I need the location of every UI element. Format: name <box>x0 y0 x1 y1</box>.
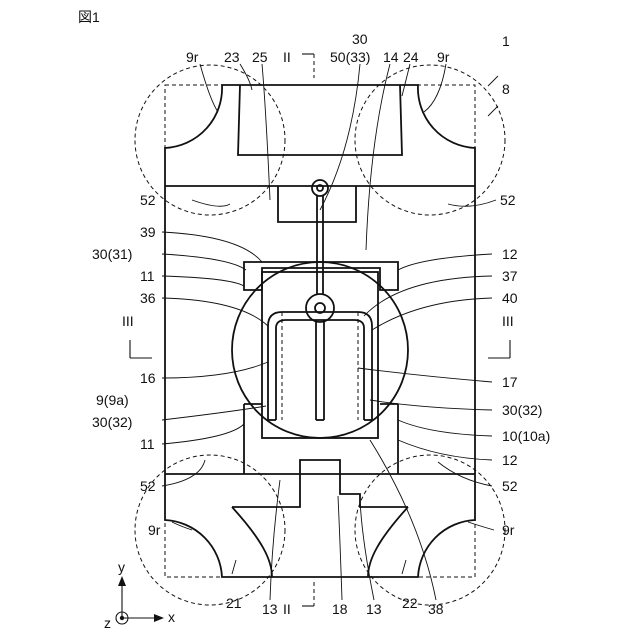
leader-lines <box>162 64 498 600</box>
label-52-left-top: 52 <box>140 192 156 208</box>
dashed-circle-bottom-right <box>355 455 505 605</box>
label-50-33: 50(33) <box>330 49 370 65</box>
label-37: 37 <box>502 268 518 284</box>
diaphragm-circle <box>232 262 408 438</box>
label-25: 25 <box>252 49 268 65</box>
label-30-32-right: 30(32) <box>502 402 542 418</box>
label-9r-top-right: 9r <box>437 49 450 65</box>
lower-electrode-side-left <box>232 507 272 577</box>
label-39: 39 <box>140 224 156 240</box>
u-beam-outer <box>268 312 372 420</box>
outer-boundary <box>165 85 475 577</box>
label-30-32-left: 30(32) <box>92 414 132 430</box>
label-21: 21 <box>226 595 242 611</box>
dashed-circle-top-left <box>135 65 285 215</box>
label-38: 38 <box>428 601 444 617</box>
dashed-circle-top-right <box>355 65 505 215</box>
label-36: 36 <box>140 290 156 306</box>
section-iii-left <box>130 340 152 358</box>
label-8: 8 <box>502 81 510 97</box>
section-iii-right <box>488 340 510 358</box>
axis-y-label: y <box>118 559 125 575</box>
label-ii-bottom: II <box>283 601 291 617</box>
label-52-left-bottom: 52 <box>140 478 156 494</box>
lower-electrode-side-right <box>368 507 408 577</box>
label-9-9a: 9(9a) <box>96 392 129 408</box>
inner-rectangle <box>262 272 378 438</box>
upper-electrode <box>238 85 402 155</box>
label-9r-top-left: 9r <box>186 49 199 65</box>
label-13-right: 13 <box>366 601 382 617</box>
figure-title: 図1 <box>78 9 100 25</box>
pad-small-center <box>317 185 323 191</box>
lower-electrode <box>232 460 408 507</box>
frame-11-12 <box>244 262 398 290</box>
label-52-right-bottom: 52 <box>502 478 518 494</box>
label-24: 24 <box>403 49 419 65</box>
label-18: 18 <box>332 601 348 617</box>
label-10-10a: 10(10a) <box>502 428 550 444</box>
label-12-upper: 12 <box>502 246 518 262</box>
label-iii-left: III <box>122 313 134 329</box>
label-ii-top: II <box>283 49 291 65</box>
label-11-upper: 11 <box>140 268 155 284</box>
label-9r-bottom-left: 9r <box>148 522 161 538</box>
label-iii-right: III <box>502 313 514 329</box>
label-30-top: 30 <box>352 31 368 47</box>
label-40: 40 <box>502 290 518 306</box>
label-1: 1 <box>502 33 510 49</box>
label-52-right-top: 52 <box>500 192 516 208</box>
pad-large <box>306 294 334 322</box>
substrate-outline <box>165 85 475 577</box>
label-16: 16 <box>140 370 156 386</box>
u-beam-inner <box>276 320 364 420</box>
label-23: 23 <box>224 49 240 65</box>
label-30-31: 30(31) <box>92 246 132 262</box>
label-12-lower: 12 <box>502 452 518 468</box>
pad-small <box>312 180 328 196</box>
label-14: 14 <box>383 49 399 65</box>
label-11-lower: 11 <box>140 436 155 452</box>
label-9r-bottom-right: 9r <box>502 522 515 538</box>
label-17: 17 <box>502 374 518 390</box>
label-13-left: 13 <box>262 601 278 617</box>
axis-z-label: z <box>104 615 111 631</box>
label-22: 22 <box>402 595 418 611</box>
axis-x-label: x <box>168 609 175 625</box>
